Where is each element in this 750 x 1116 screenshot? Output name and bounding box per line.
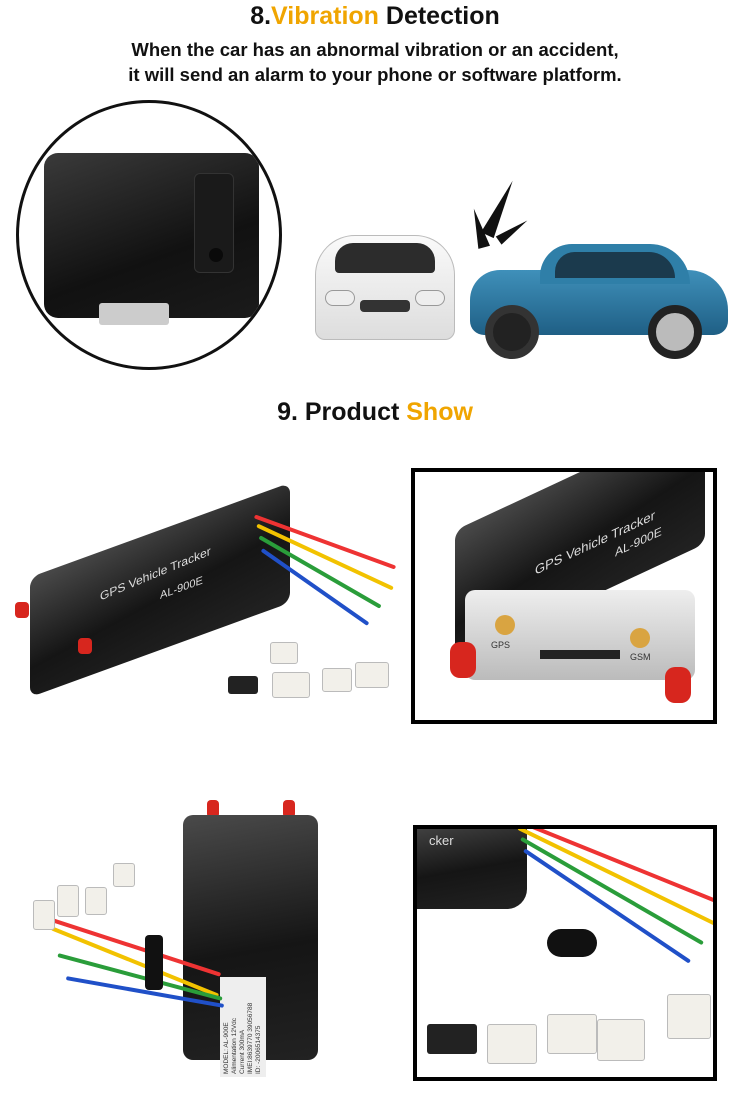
- label-line: MODEL: AL-900E: [223, 1022, 230, 1074]
- title-number: 9. Product: [277, 398, 407, 426]
- connector-plug: [57, 885, 79, 917]
- label-line: ID: -2006514375: [255, 1025, 262, 1074]
- connector-plug: [85, 887, 107, 915]
- audio-jack: [145, 935, 163, 990]
- connector-plug: [597, 1019, 645, 1061]
- connector-plug: [355, 662, 389, 688]
- connector-plug: [33, 900, 55, 930]
- title-number: 8.: [250, 2, 272, 30]
- connector-plug: [270, 642, 298, 664]
- tracker-body: cker: [417, 829, 527, 909]
- connector-plug: [322, 668, 352, 692]
- connector-plug: [547, 1014, 597, 1054]
- connector-plug: [113, 863, 135, 887]
- title-rest: Detection: [378, 2, 500, 30]
- gps-port-label: GPS: [491, 640, 511, 650]
- label-line: Current 300mA: [239, 1029, 246, 1074]
- description-line-1: When the car has an abnormal vibration o…: [131, 39, 619, 60]
- gsm-port-label: GSM: [630, 652, 651, 662]
- antenna-cap: [78, 638, 92, 654]
- antenna-cap: [15, 602, 29, 618]
- title-highlight: Vibration: [271, 2, 379, 30]
- section-8-title: 8.Vibration Detection: [0, 2, 750, 31]
- product-photo-label-side: MODEL: AL-900E Alimentation 12Vdc Curren…: [25, 795, 345, 1085]
- antenna-cap: [207, 800, 219, 818]
- mount-tab: [99, 303, 169, 325]
- brand-text: GPS Vehicle Tracker: [99, 543, 212, 604]
- connector-plug-black: [427, 1024, 477, 1054]
- antenna-cap: [665, 667, 691, 703]
- antenna-cap: [450, 642, 476, 678]
- product-label: MODEL: AL-900E Alimentation 12Vdc Curren…: [220, 977, 325, 1077]
- title-highlight: Show: [406, 398, 473, 426]
- product-photo-ports-closeup: GPS Vehicle Tracker AL-900E GPS GSM: [411, 468, 717, 724]
- crashed-blue-car-image: [470, 240, 732, 365]
- description-line-2: it will send an alarm to your phone or s…: [128, 64, 622, 85]
- connector-plug: [487, 1024, 537, 1064]
- model-text: AL-900E: [160, 574, 203, 602]
- antenna-cap: [283, 800, 295, 818]
- audio-jack: [547, 929, 597, 957]
- white-car-image: [305, 215, 465, 355]
- product-photo-wires-closeup: cker: [413, 825, 717, 1081]
- tracker-body: GPS Vehicle Tracker AL-900E: [30, 482, 290, 698]
- product-photo-angled: GPS Vehicle Tracker AL-900E: [10, 480, 405, 720]
- button-icon: [209, 248, 223, 262]
- label-line: Alimentation 12Vdc: [231, 1017, 238, 1074]
- label-line: IMEI:8639770 39056788: [247, 1002, 254, 1074]
- connector-plug-black: [228, 676, 258, 694]
- section-8-description: When the car has an abnormal vibration o…: [0, 37, 750, 87]
- connector-plug: [272, 672, 310, 698]
- port-panel: GPS GSM: [465, 590, 695, 680]
- brand-text-partial: cker: [429, 833, 454, 848]
- section-9-title: 9. Product Show: [0, 398, 750, 427]
- connector-plug: [667, 994, 711, 1039]
- vibration-sensor-image: [16, 100, 282, 370]
